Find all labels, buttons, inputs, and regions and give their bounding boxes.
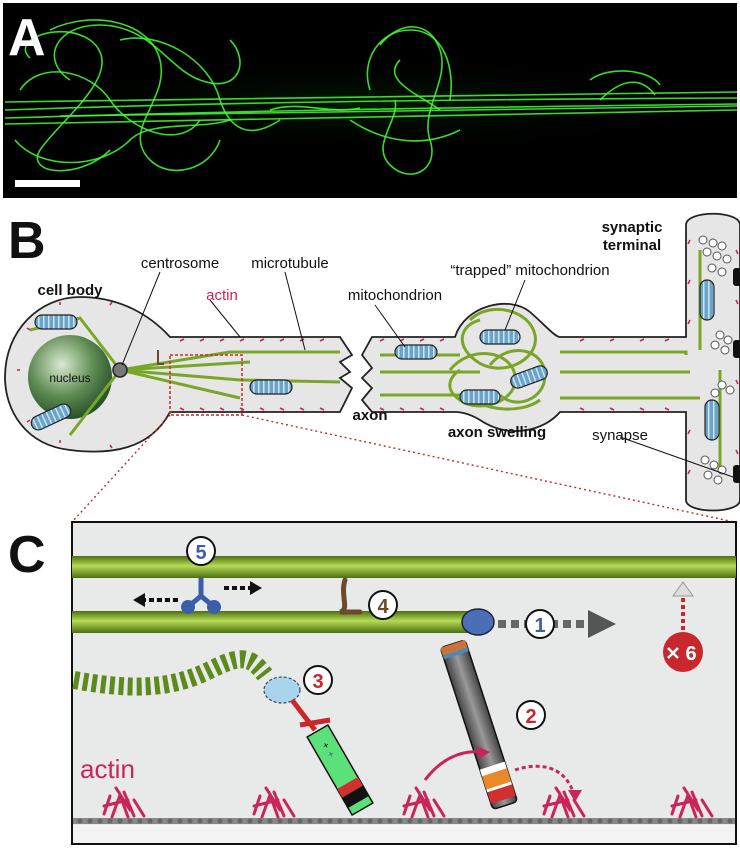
microtubule-severing-6: 6 (663, 581, 703, 672)
marker-3: 3 (312, 671, 323, 693)
extracellular-space (73, 825, 735, 843)
tau-hook (157, 350, 164, 365)
membrane (73, 818, 735, 824)
membrane-beads (77, 818, 733, 824)
actin-clusters (102, 786, 714, 819)
panel-c-letter: C (8, 526, 46, 584)
microtubule-label: microtubule (251, 255, 329, 272)
neuron-axon-swelling-terminal (360, 212, 740, 512)
plus-end-motor-1: 1 (461, 608, 616, 639)
tau-protein-4: 4 (338, 577, 398, 620)
mitochondrion-label: mitochondrion (348, 287, 442, 304)
centrosome (112, 362, 128, 378)
cell-body-label: cell body (37, 282, 103, 299)
nucleus-label: nucleus (49, 371, 90, 385)
panel-a-letter: A (8, 9, 46, 67)
marker-2: 2 (525, 706, 536, 728)
synapses (733, 268, 740, 483)
centrosome-label: centrosome (141, 255, 219, 272)
zoom-lines (71, 414, 735, 523)
fluorescent-microtubule-bundle (4, 19, 738, 175)
synaptic-terminal-label-line-2: terminal (603, 237, 661, 254)
microtubule-bottom (72, 611, 470, 633)
marker-6: 6 (685, 643, 696, 665)
actin-cluster-3 (402, 786, 446, 819)
nucleus (28, 335, 112, 419)
synapse-label: synapse (592, 427, 648, 444)
trapped-mitochondrion-label: “trapped” mitochondrion (450, 262, 609, 279)
actin-label-c: actin (80, 754, 135, 784)
synaptic-terminal-label-line-1: synaptic (602, 219, 663, 236)
cargo-vesicle-2: 2 (423, 639, 582, 810)
inhibited-transport-3: + + 3 (263, 665, 374, 816)
label-leaders (121, 271, 734, 478)
panel-c: C (8, 521, 737, 845)
synaptic-vesicles (698, 235, 735, 485)
scale-bar (15, 180, 80, 187)
axon-label: axon (352, 407, 387, 424)
marker-4: 4 (377, 596, 389, 618)
svg-text:+: + (326, 749, 337, 762)
bidirectional-motor-5: 5 (133, 536, 262, 614)
panel-b-letter: B (8, 212, 46, 270)
actin-cluster-4 (542, 786, 586, 819)
actin-cluster-2 (252, 786, 296, 819)
inset-box (169, 354, 243, 416)
microtubules (29, 250, 722, 470)
actin-cluster-5 (670, 786, 714, 819)
marker-1: 1 (534, 615, 545, 637)
svg-text:+: + (321, 740, 332, 753)
depolymerizing-microtubule (72, 650, 273, 696)
axon-swelling-label: axon swelling (448, 424, 546, 441)
marker-5: 5 (195, 542, 206, 564)
microtubule-top (72, 556, 736, 578)
actin-cluster-1 (102, 786, 146, 819)
mitochondria (30, 279, 720, 441)
panel-a: A (3, 3, 738, 198)
actin-dots (17, 239, 739, 475)
actin-label: actin (206, 287, 238, 304)
panel-b: B nucleus (4, 212, 740, 523)
